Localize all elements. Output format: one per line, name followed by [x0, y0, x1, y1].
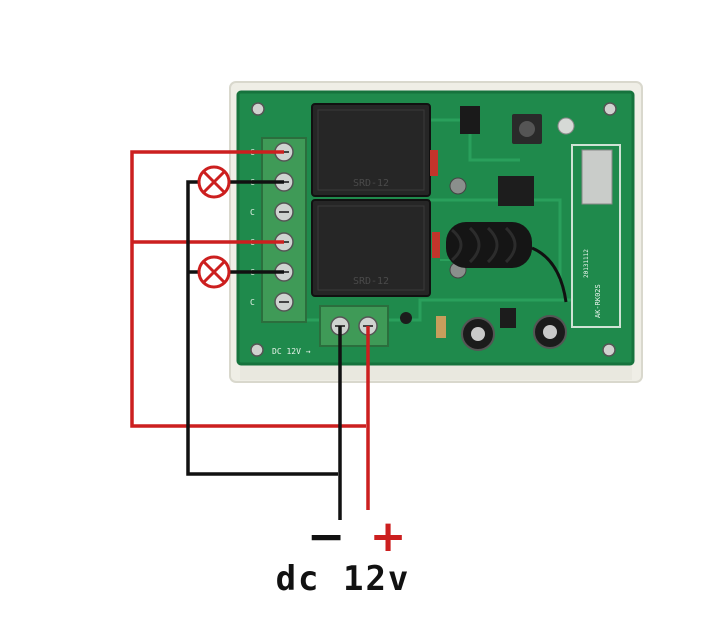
terminal-mark: C [250, 298, 255, 307]
output-terminal-block: C C C C C C [250, 137, 307, 323]
dc-input-label: DC 12V → [272, 347, 311, 356]
diode [432, 232, 440, 258]
lamp-icon [197, 255, 231, 289]
board-components: AK-RK02S 20131112 [400, 106, 621, 351]
relay-2: SRD-12 [311, 199, 431, 297]
mount-hole [251, 102, 265, 116]
minus-sign: − [307, 509, 346, 563]
mount-hole [250, 343, 264, 357]
power-label: dc 12v [276, 559, 411, 599]
regulator [500, 308, 516, 328]
mount-hole [602, 343, 616, 357]
lamp-icon [197, 165, 231, 199]
power-terminal-block: DC 12V → [272, 305, 389, 356]
jumper [460, 106, 480, 134]
ic-chip [498, 176, 534, 206]
relay-1-label: SRD-12 [353, 178, 389, 189]
module-label: AK-RK02S [594, 284, 602, 318]
diode [430, 150, 438, 176]
resistor [436, 316, 446, 338]
black-wiring [186, 180, 342, 520]
module-date: 20131112 [583, 249, 590, 278]
relay-2-label: SRD-12 [353, 276, 389, 287]
relay-1: SRD-12 [311, 103, 431, 197]
status-led [557, 117, 575, 135]
plus-sign: + [370, 511, 407, 562]
rf-module: AK-RK02S 20131112 [571, 144, 621, 328]
mount-hole [603, 102, 617, 116]
terminal-mark: C [250, 208, 255, 217]
antenna-coil [446, 222, 568, 303]
red-wiring [130, 150, 370, 510]
